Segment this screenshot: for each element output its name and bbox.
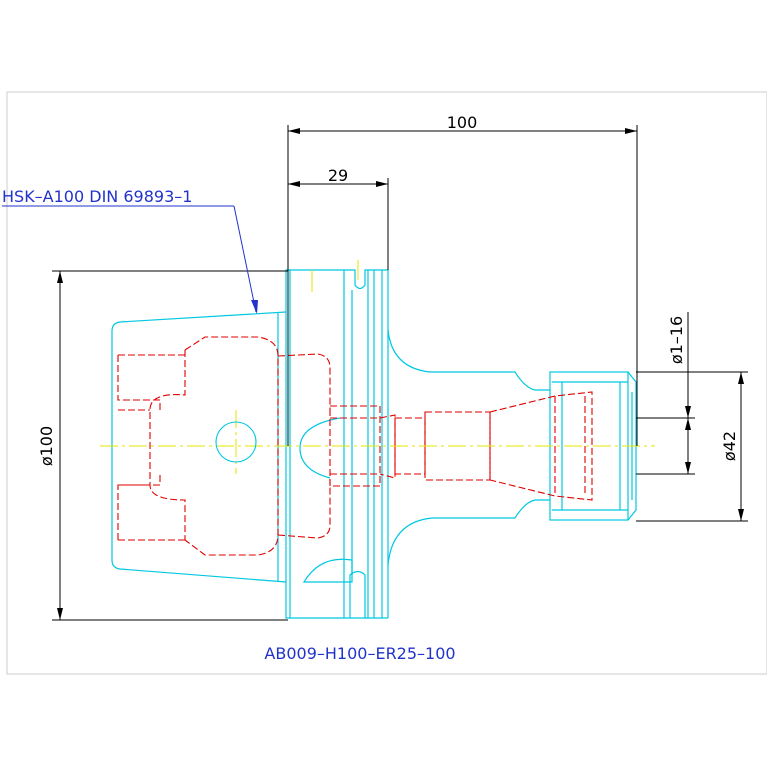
sheet-frame bbox=[6, 91, 767, 675]
standard-callout-leader bbox=[2, 205, 257, 313]
standard-callout: HSK–A100 DIN 69893–1 bbox=[2, 187, 192, 206]
coolant-hole bbox=[215, 421, 257, 463]
dim-collet-range: ø1–16 bbox=[667, 316, 686, 364]
dim-flange-offset: 29 bbox=[328, 166, 348, 185]
centerlines bbox=[100, 410, 655, 474]
dim-nut-diameter: ø42 bbox=[720, 431, 739, 461]
leader-arrow bbox=[251, 300, 258, 314]
mark-centerline bbox=[311, 260, 359, 292]
tool-holder-outline bbox=[111, 269, 637, 619]
dim-overall-length: 100 bbox=[447, 113, 478, 132]
part-number-label: AB009–H100–ER25–100 bbox=[264, 644, 455, 663]
dim-shank-diameter: ø100 bbox=[37, 426, 56, 466]
dimension-lines bbox=[52, 125, 748, 621]
dimension-arrows bbox=[57, 128, 744, 620]
